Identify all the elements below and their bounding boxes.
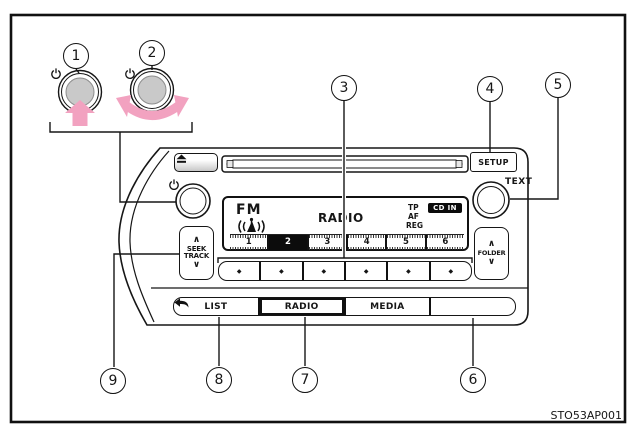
figure-border xyxy=(9,13,627,424)
leader-9 xyxy=(113,253,180,367)
track-label: TRACK xyxy=(183,252,210,260)
bracket-knobs-1-2 xyxy=(49,122,193,133)
power-knob-push xyxy=(57,69,103,115)
callout-5: 5 xyxy=(545,72,571,98)
band-indicator: FM xyxy=(236,202,262,218)
callout-9: 9 xyxy=(100,368,126,394)
preset-key: ◆ xyxy=(301,262,344,280)
radio-button: RADIO xyxy=(257,298,344,315)
push-arrow-icon xyxy=(65,100,95,126)
preset-key: ◆ xyxy=(343,262,386,280)
setup-label: SETUP xyxy=(478,157,509,167)
preset-key: ◆ xyxy=(259,262,301,280)
leader-knobs-to-unit xyxy=(119,132,176,203)
back-button xyxy=(174,298,515,315)
faceplate-break-line xyxy=(129,150,170,323)
antenna-icon xyxy=(238,217,265,233)
bracket-preset-keys xyxy=(217,257,473,263)
reg-indicator: REG xyxy=(406,221,424,230)
callout-number: 1 xyxy=(71,48,81,64)
preset-key-row: ◆ ◆ ◆ ◆ ◆ ◆ xyxy=(218,261,472,281)
chevron-down-icon: ∨ xyxy=(487,256,496,267)
dot-icon: ◆ xyxy=(406,267,411,275)
source-indicator: RADIO xyxy=(318,211,364,225)
callout-number: 7 xyxy=(300,372,310,388)
text-knob xyxy=(472,181,510,219)
preset-scale-cell-active: 2 xyxy=(267,235,307,250)
seek-label: SEEK xyxy=(186,245,207,253)
seek-track-button: ∧ SEEK TRACK ∨ xyxy=(179,226,214,280)
cd-in-badge: CD IN xyxy=(428,203,462,213)
return-arrow-icon xyxy=(174,298,189,308)
preset-scale-cell: 1 xyxy=(230,235,268,250)
preset-scale-cell: 6 xyxy=(424,235,464,250)
tp-indicator: TP xyxy=(408,203,419,212)
dot-icon: ◆ xyxy=(363,267,369,275)
figure-code: STO53AP001 xyxy=(550,409,622,422)
eject-icon xyxy=(176,154,187,163)
dot-icon: ◆ xyxy=(448,267,454,275)
preset-key: ◆ xyxy=(428,262,471,280)
media-label: MEDIA xyxy=(370,301,405,312)
chevron-up-icon: ∧ xyxy=(192,235,201,245)
callout-2: 2 xyxy=(139,40,165,66)
text-knob-label: TEXT xyxy=(505,177,533,187)
preset-key: ◆ xyxy=(219,262,259,280)
radio-label: RADIO xyxy=(284,301,319,312)
callout-number: 5 xyxy=(553,77,563,93)
chevron-up-icon: ∧ xyxy=(487,239,496,250)
callout-number: 2 xyxy=(147,45,157,61)
dot-icon: ◆ xyxy=(236,267,242,275)
callout-7: 7 xyxy=(292,367,318,393)
preset-scale-cell: 3 xyxy=(306,235,346,250)
preset-scale-cell: 4 xyxy=(345,235,386,250)
chevron-down-icon: ∨ xyxy=(192,260,201,270)
callout-4: 4 xyxy=(477,76,503,102)
folder-label: FOLDER xyxy=(477,249,506,258)
callout-number: 8 xyxy=(214,372,224,388)
leader-5 xyxy=(510,98,559,200)
callout-1: 1 xyxy=(63,43,89,69)
callout-number: 3 xyxy=(339,80,349,96)
callout-number: 4 xyxy=(485,81,495,97)
mode-button-row: LIST RADIO MEDIA xyxy=(173,297,516,316)
list-button: LIST xyxy=(174,298,258,315)
leader-1 xyxy=(75,68,80,74)
rotate-arrow-icon xyxy=(116,95,189,120)
media-button: MEDIA xyxy=(343,298,430,315)
callout-number: 9 xyxy=(108,373,118,389)
callout-3: 3 xyxy=(331,75,357,101)
preset-scale-cell: 5 xyxy=(385,235,425,250)
dot-icon: ◆ xyxy=(279,267,284,275)
setup-button: SETUP xyxy=(470,152,517,172)
af-indicator: AF xyxy=(408,212,419,221)
preset-scale: 1 2 3 4 5 6 xyxy=(230,234,464,250)
unit-power-knob xyxy=(175,183,211,219)
callout-8: 8 xyxy=(206,367,232,393)
preset-key: ◆ xyxy=(386,262,428,280)
callout-6: 6 xyxy=(460,367,486,393)
dot-icon: ◆ xyxy=(321,267,327,275)
folder-button: ∧ FOLDER ∨ xyxy=(474,227,509,280)
list-label: LIST xyxy=(204,301,228,312)
eject-button xyxy=(174,153,218,172)
callout-number: 6 xyxy=(468,372,478,388)
